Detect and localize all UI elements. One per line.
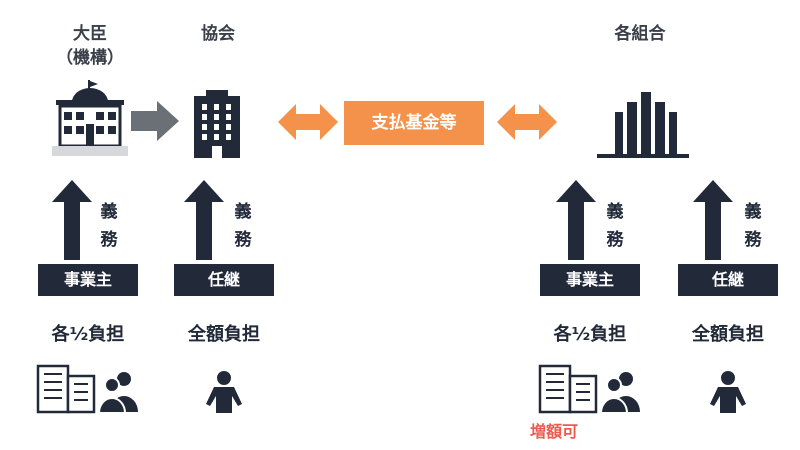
duty-text: 義務 (606, 202, 624, 250)
up-arrow-icon (184, 180, 224, 260)
left-employer-burden: 各½負担 (51, 324, 125, 345)
people-group-icon (97, 372, 138, 414)
header-association: 協会 (201, 24, 235, 44)
up-arrow-icon (52, 180, 92, 260)
payment-fund-label: 支払基金等 (344, 101, 484, 145)
up-arrow-icon (556, 180, 596, 260)
company-buildings-icon (36, 364, 96, 414)
header-minister-org: （機構） (56, 48, 124, 68)
gray-arrow-icon (131, 101, 179, 141)
right-employer-label: 事業主 (540, 264, 640, 296)
people-group-icon (599, 372, 640, 414)
duty-text: 義務 (744, 202, 762, 250)
duty-text: 義務 (234, 202, 252, 250)
left-employer-label: 事業主 (38, 264, 138, 296)
office-building-icon (194, 90, 240, 158)
person-icon (206, 371, 242, 413)
header-minister-name: 大臣 (73, 24, 107, 44)
double-arrow-left-icon (278, 104, 338, 140)
duty-text: 義務 (100, 202, 118, 250)
company-buildings-icon (538, 364, 598, 414)
left-successor-burden: 全額負担 (188, 324, 260, 345)
header-minister: 大臣 （機構） (40, 22, 140, 70)
person-icon (710, 371, 746, 413)
up-arrow-icon (693, 180, 733, 260)
government-building-icon (52, 80, 128, 156)
city-buildings-icon (597, 92, 689, 158)
double-arrow-right-icon (497, 104, 557, 140)
right-successor-burden: 全額負担 (692, 324, 764, 345)
right-employer-burden: 各½負担 (553, 324, 627, 345)
right-successor-label: 任継 (678, 264, 778, 296)
increase-allowed-note: 増額可 (530, 422, 579, 441)
left-successor-label: 任継 (174, 264, 274, 296)
header-funds: 各組合 (614, 24, 666, 44)
